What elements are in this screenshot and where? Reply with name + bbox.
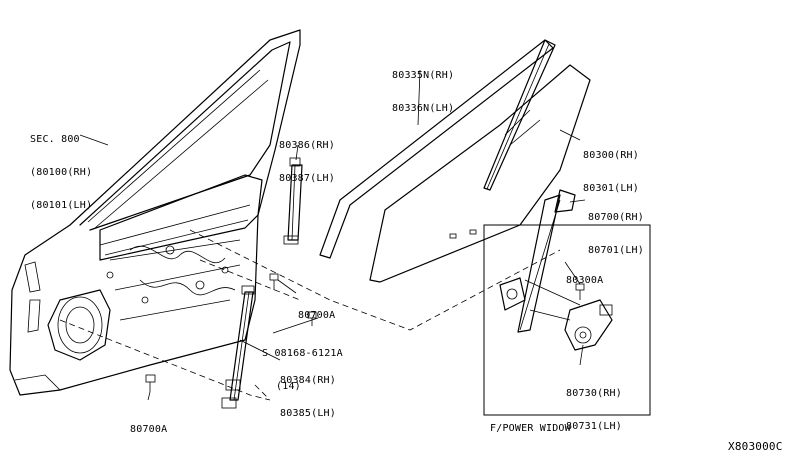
label-80300a: 80300A [566,275,604,286]
label-regulator: 80700(RH) 80701(LH) [588,212,644,256]
label-glass: 80300(RH) 80301(LH) [583,150,639,194]
power-window-box [483,224,651,416]
parts-diagram: SEC. 800 (80100(RH) (80101(LH) 80335N(RH… [9,29,782,452]
diagram-code: X803000C [728,440,783,453]
label-rail-lower: 80384(RH) 80385(LH) [280,375,336,419]
label-80700a-bottom: 80700A [130,424,168,435]
label-motor: 80730(RH) 80731(LH) [566,388,622,432]
front-door-shell [9,29,301,396]
screw-08168 [307,311,317,326]
bolt-80700a-bottom [145,374,156,392]
diagram-drawing [9,29,651,416]
lower-guide-rail [221,285,255,409]
assembly-line-3 [199,259,301,301]
bolt-80700a-mid [269,273,279,290]
label-screw: S 08168-6121A (14) [262,348,343,392]
upper-guide-rail [283,157,303,245]
assembly-line-2 [59,319,271,401]
leader-lines [79,69,586,401]
label-sash: 80335N(RH) 80336N(LH) [392,70,455,114]
assembly-line-4 [254,384,269,399]
label-sec800: SEC. 800 (80100(RH) (80101(LH) [30,134,93,211]
label-power-window-box: F/POWER WIDOW [490,423,571,434]
window-regulator [499,189,581,333]
window-sash [319,39,556,259]
door-glass [369,64,591,283]
label-80700a-mid: 80700A [298,310,336,321]
window-motor [564,299,613,351]
label-rail-upper: 80386(RH) 80387(LH) [279,140,335,184]
